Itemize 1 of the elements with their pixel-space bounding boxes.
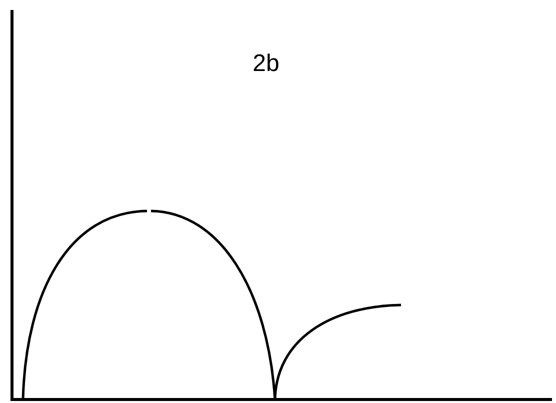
panel-label: 2b: [252, 50, 280, 78]
